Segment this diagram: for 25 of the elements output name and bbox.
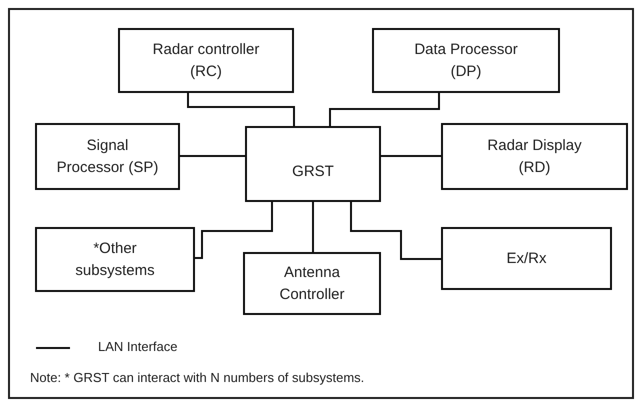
connector-line xyxy=(187,93,295,126)
subsystem-box xyxy=(35,123,180,190)
connector-line xyxy=(195,202,273,259)
box-label: Radar Display (RD) xyxy=(486,136,583,178)
legend-text: LAN Interface xyxy=(98,339,178,354)
note-text: Note: * GRST can interact with N numbers of subsystems. xyxy=(30,370,364,385)
box-label: Data Processor (DP) xyxy=(413,40,519,82)
subsystem-box xyxy=(441,123,628,190)
subsystem-box xyxy=(441,227,612,290)
connector-line xyxy=(350,202,441,260)
box-label: Radar controller (RC) xyxy=(152,40,260,82)
connector-line xyxy=(329,93,440,126)
connector-line xyxy=(381,155,441,157)
connector-line xyxy=(312,202,314,252)
box-label: GRST xyxy=(292,162,334,182)
box-label: Ex/Rx xyxy=(506,248,546,268)
subsystem-box xyxy=(372,28,560,93)
subsystem-box xyxy=(118,28,294,93)
subsystem-box xyxy=(243,252,381,315)
box-label: Antenna Controller xyxy=(278,262,346,304)
box-label: *Other subsystems xyxy=(74,238,156,280)
hub-box xyxy=(245,126,381,202)
subsystem-box xyxy=(35,227,195,292)
connector-line xyxy=(180,155,245,157)
box-label: Signal Processor (SP) xyxy=(56,136,160,178)
